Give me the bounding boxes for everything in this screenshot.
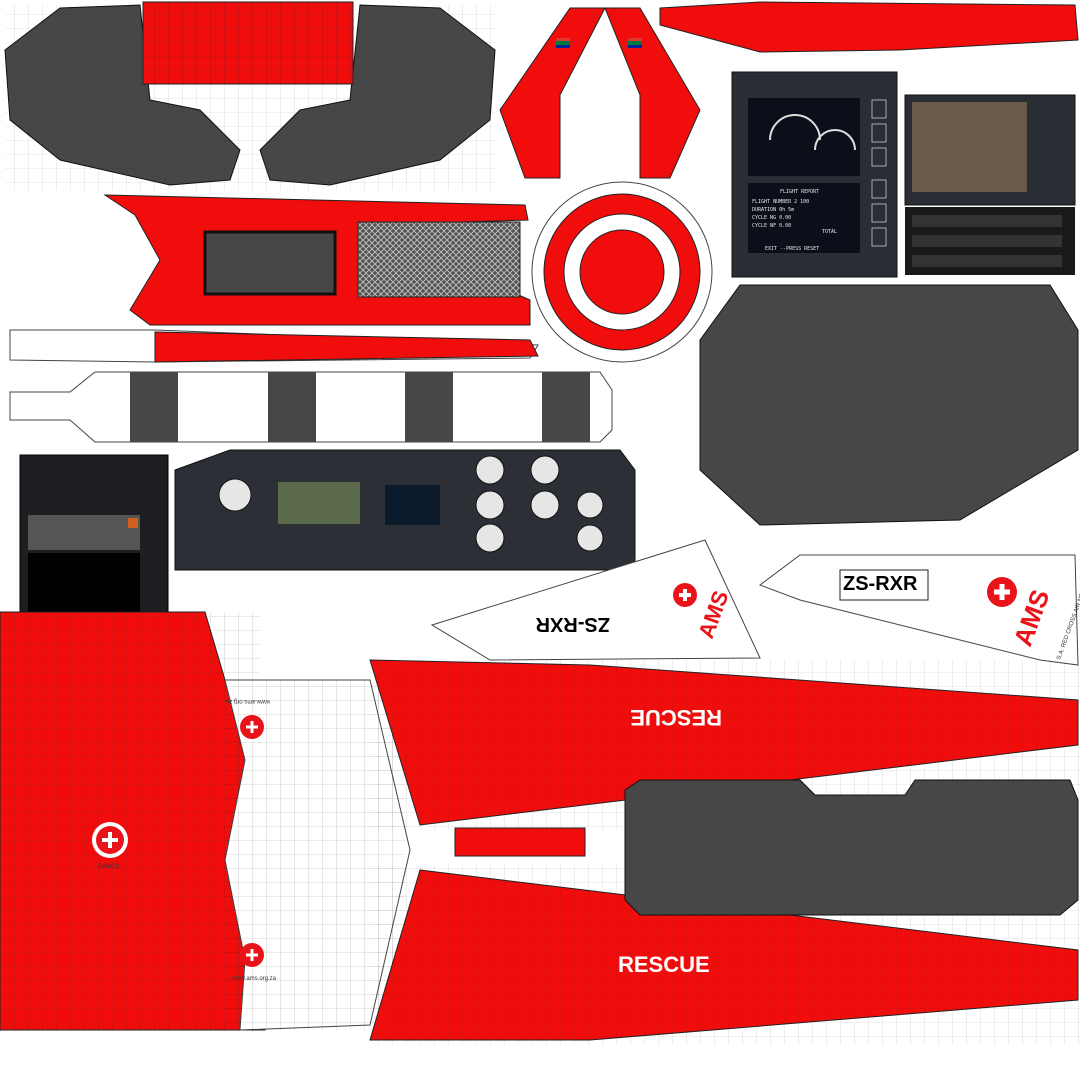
rescue-label: RESCUE xyxy=(618,952,710,977)
registration-label: ZS-RXR xyxy=(535,613,610,635)
tail-fin-left: ZS-RXR AMS xyxy=(430,539,761,661)
rotor-disc xyxy=(531,181,713,363)
flight-report-footer: EXIT --PRESS RESET xyxy=(765,246,819,252)
flight-report-title: FLIGHT REPORT xyxy=(780,189,819,195)
south-africa-flag-icon xyxy=(556,38,570,48)
registration-label: ZS-RXR xyxy=(843,573,918,595)
badge-text: SAMCS xyxy=(98,864,119,870)
tail-fin-right: ZS-RXR AMS S.A. RED CROSS AIR MERCY SERV… xyxy=(758,554,1080,666)
red-strip-top xyxy=(659,1,1079,53)
instrument-panel xyxy=(174,449,636,571)
flight-report-side: TOTAL xyxy=(822,229,837,235)
fuselage-right: RESCUE RESCUE xyxy=(369,659,1080,1045)
flight-display-panel: FLIGHT REPORT FLIGHT NUMBER 2 100 DURATI… xyxy=(731,71,898,278)
rescue-label: RESCUE xyxy=(630,705,722,730)
website-label: www.ams.org.za xyxy=(225,698,271,704)
flight-report-line: CYCLE NF 0.00 xyxy=(752,223,791,229)
map-display-panel xyxy=(904,94,1076,275)
tail-boom-strip xyxy=(9,371,613,443)
fuselage-left: SAMCS www.ams.org.za www.ams.org.za xyxy=(0,611,411,1032)
south-africa-flag-icon xyxy=(628,38,642,48)
seat-bench-bottom xyxy=(624,779,1079,916)
flight-report-line: DURATION 0h 5m xyxy=(752,207,794,213)
red-v-piece xyxy=(499,7,701,179)
console-panel xyxy=(19,454,169,634)
website-label: www.ams.org.za xyxy=(231,976,277,982)
red-fairing xyxy=(9,194,539,363)
flight-report-line: CYCLE NG 0.00 xyxy=(752,215,791,221)
flight-report-line: FLIGHT NUMBER 2 100 xyxy=(752,199,809,205)
seat-pad-right xyxy=(699,284,1079,526)
